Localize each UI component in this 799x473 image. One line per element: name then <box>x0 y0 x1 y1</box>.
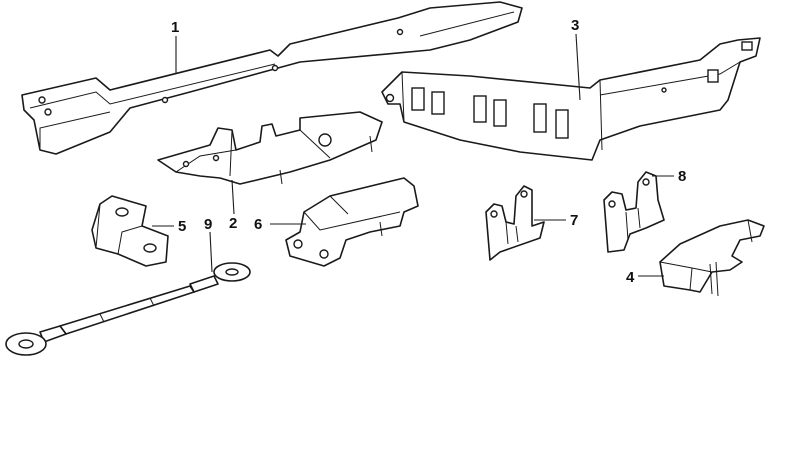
part-4-angled-latch <box>659 219 765 297</box>
callout-3: 3 <box>571 17 579 34</box>
callout-1: 1 <box>171 19 179 36</box>
part-7-forked-plate <box>485 185 545 261</box>
callout-5: 5 <box>178 218 186 235</box>
part-2-mount-bracket <box>157 111 383 185</box>
part-9-cable-strap <box>5 262 251 356</box>
callout-6: 6 <box>254 216 262 233</box>
callout-2: 2 <box>229 215 237 232</box>
part-8-clip-plate <box>603 171 665 253</box>
callout-4: 4 <box>626 269 635 286</box>
leader-lines <box>152 33 674 277</box>
callout-9: 9 <box>204 216 212 233</box>
callout-7: 7 <box>570 212 578 229</box>
callout-8: 8 <box>678 168 686 185</box>
part-1-rail <box>21 1 523 155</box>
part-6-saddle-bracket <box>285 177 419 267</box>
part-5-angle-clip <box>91 195 169 267</box>
part-3-slotted-plate <box>381 37 761 161</box>
